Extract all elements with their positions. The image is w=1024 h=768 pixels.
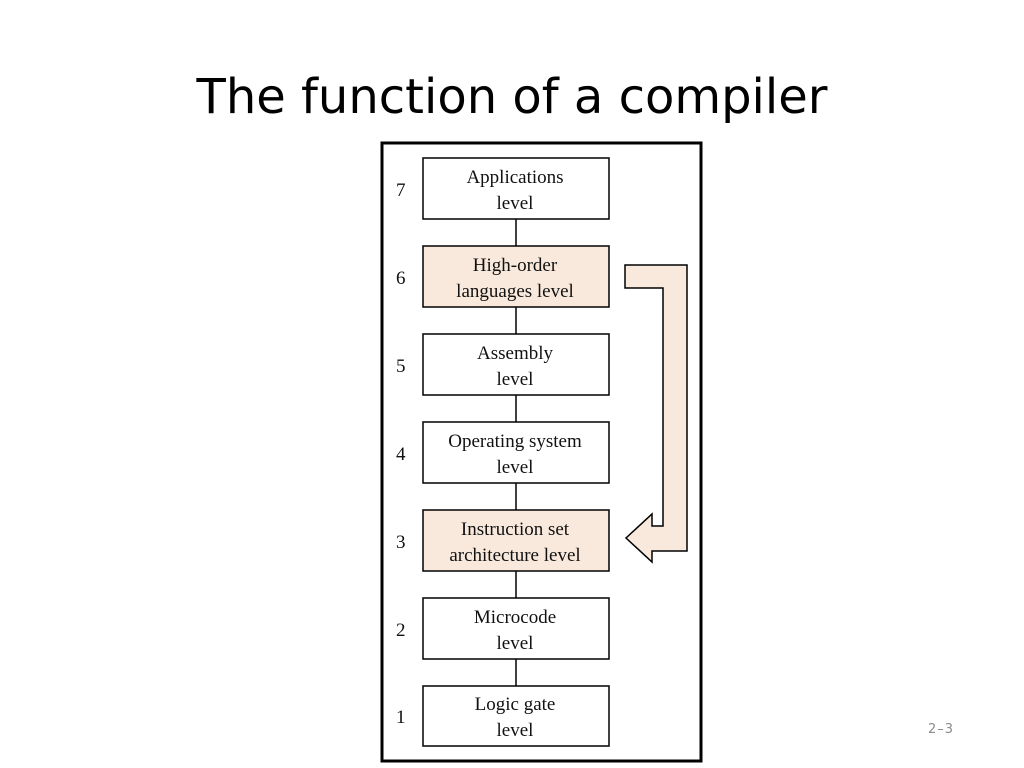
compile-arrow bbox=[624, 264, 688, 564]
level-number: 3 bbox=[396, 532, 406, 553]
level-3: 3 Instruction set architecture level bbox=[396, 509, 610, 572]
level-box bbox=[422, 245, 610, 308]
level-label-line2: level bbox=[497, 457, 534, 478]
level-box bbox=[422, 685, 610, 747]
level-box bbox=[422, 509, 610, 572]
level-label-line1: Applications bbox=[466, 167, 563, 188]
level-box bbox=[422, 597, 610, 660]
level-2: 2 Microcode level bbox=[396, 597, 610, 660]
level-number: 2 bbox=[396, 620, 406, 641]
level-4: 4 Operating system level bbox=[396, 421, 610, 484]
page-number: 2–3 bbox=[928, 722, 955, 737]
level-label-line1: Logic gate bbox=[475, 694, 556, 715]
level-5: 5 Assembly level bbox=[396, 333, 610, 396]
level-label-line2: level bbox=[497, 633, 534, 654]
slide-title: The function of a compiler bbox=[196, 69, 828, 125]
level-1: 1 Logic gate level bbox=[396, 685, 610, 747]
level-label-line2: architecture level bbox=[449, 545, 580, 566]
level-number: 7 bbox=[396, 180, 406, 201]
level-number: 1 bbox=[396, 707, 406, 728]
level-7: 7 Applications level bbox=[396, 157, 610, 220]
level-number: 5 bbox=[396, 356, 406, 377]
level-6: 6 High-order languages level bbox=[396, 245, 610, 308]
level-box bbox=[422, 157, 610, 220]
level-box bbox=[422, 421, 610, 484]
level-label-line1: High-order bbox=[473, 255, 558, 276]
level-box bbox=[422, 333, 610, 396]
level-label-line2: level bbox=[497, 720, 534, 741]
level-label-line2: level bbox=[497, 369, 534, 390]
level-label-line1: Instruction set bbox=[461, 519, 570, 540]
level-label-line1: Microcode bbox=[474, 607, 556, 628]
level-number: 4 bbox=[396, 444, 406, 465]
level-label-line1: Assembly bbox=[477, 343, 554, 364]
level-label-line2: languages level bbox=[456, 281, 574, 302]
level-number: 6 bbox=[396, 268, 406, 289]
level-label-line1: Operating system bbox=[448, 431, 582, 452]
level-label-line2: level bbox=[497, 193, 534, 214]
